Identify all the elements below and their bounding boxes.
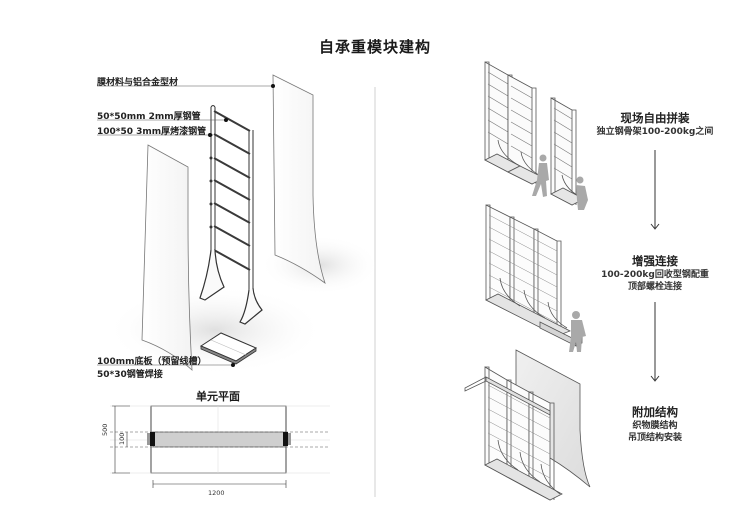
step-2-line-1: 100-200kg回收型钢配重: [601, 270, 709, 280]
step-2-line-2: 顶部螺栓连接: [627, 282, 682, 292]
membrane-panel-front: [141, 144, 193, 371]
callout-steel-tube-50x50: 50*50mm 2mm厚钢管: [97, 112, 201, 122]
flow-arrows: [650, 150, 660, 382]
base-plate: [199, 332, 258, 365]
step-1-text: 现场自由拼装 独立钢骨架100-200kg之间: [590, 110, 720, 138]
step1-illustration: [484, 61, 585, 206]
step-3-heading: 附加结构: [632, 405, 678, 419]
callout-base-plate: 100mm底板（预留线槽）: [97, 357, 207, 367]
step3-illustration: [464, 349, 591, 501]
step-3-line-2: 吊顶结构安装: [627, 433, 682, 443]
callout-leaders: [97, 84, 275, 367]
dimension-depth-inner: 100: [118, 432, 126, 445]
plan-title: 单元平面: [196, 390, 240, 403]
steel-frame: [199, 105, 263, 325]
membrane-panel-back: [272, 74, 326, 285]
callout-membrane-material: 膜材料与铝合金型材: [97, 78, 179, 88]
callout-steel-tube-100x50: 100*50 3mm厚烤漆钢管: [97, 127, 207, 137]
person-silhouette: [569, 311, 586, 352]
callout-welded-tube: 50*30钢管焊接: [97, 370, 163, 380]
dimension-depth-outer: 500: [101, 423, 109, 436]
step-2-text: 增强连接 100-200kg回收型钢配重 顶部螺栓连接: [590, 253, 720, 293]
step2-illustration: [485, 204, 583, 347]
person-silhouette: [532, 154, 588, 210]
step-2-heading: 增强连接: [632, 254, 678, 268]
dimension-width: 1200: [208, 489, 225, 497]
diagram-title: 自承重模块建构: [318, 38, 431, 56]
step-3-line-1: 织物膜结构: [632, 421, 678, 431]
exploded-axonometric: [97, 74, 380, 375]
step-1-heading: 现场自由拼装: [620, 111, 690, 125]
unit-plan-drawing: [110, 405, 330, 488]
step-3-text: 附加结构 织物膜结构 吊顶结构安装: [590, 404, 720, 444]
step-1-line-1: 独立钢骨架100-200kg之间: [596, 127, 714, 137]
